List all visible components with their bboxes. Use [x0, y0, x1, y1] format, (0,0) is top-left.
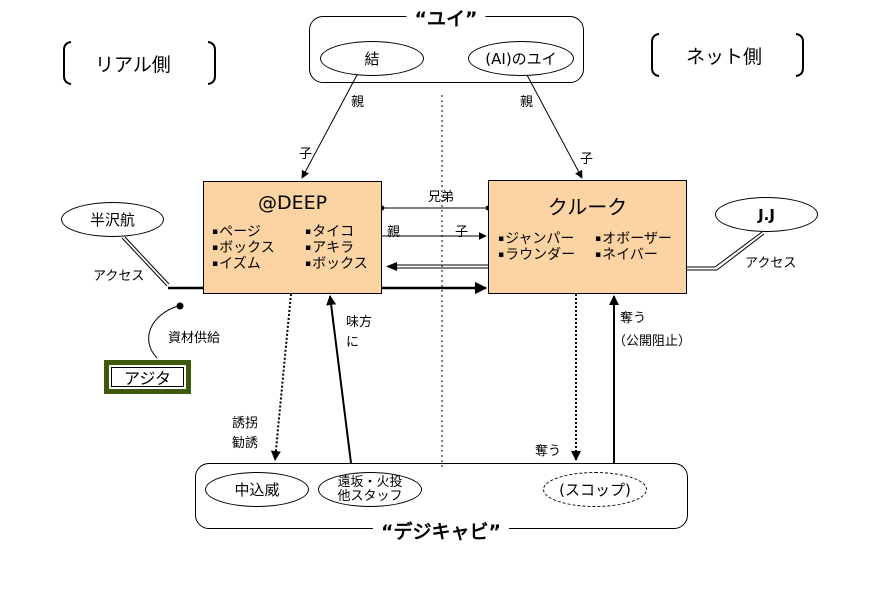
yui-group-label: “ユイ” [406, 4, 486, 31]
label-block-publish: （公開阻止） [613, 334, 692, 349]
dejikyabi-group-label: “デジキャビ” [373, 517, 509, 544]
ajita-inner-border [111, 367, 184, 387]
label-siblings: 兄弟 [428, 190, 455, 205]
yui-member-yui-human[interactable]: 結 [320, 41, 424, 76]
net-side-label: ネット側 [686, 46, 763, 68]
deep-member: イズム [212, 256, 275, 272]
yui-member-ai-yui[interactable]: (AI)のユイ [468, 41, 574, 76]
label-supply: 資材供給 [168, 331, 221, 346]
label-parent-right: 親 [520, 95, 534, 110]
net-side-header: ネット側 [650, 32, 805, 78]
kluk-member: ジャンパー [498, 231, 575, 247]
edge-yui-to-deep [301, 74, 358, 179]
actor-ajita[interactable]: アジタ [104, 360, 191, 394]
supply-endpoint-dot [176, 302, 184, 310]
label-access-right: アクセス [745, 256, 797, 271]
label-lure-1: 誘拐 [232, 416, 259, 431]
label-steal-up: 奪う [620, 311, 647, 326]
deep-member: アキラ [305, 240, 368, 256]
deep-box[interactable]: @DEEP ページ ボックス イズム タイコ アキラ ボックス [203, 181, 382, 294]
deep-items-right: タイコ アキラ ボックス [305, 224, 368, 272]
edge-aiyui-to-kluk [526, 74, 583, 179]
real-side-header: リアル側 [62, 40, 217, 86]
kluk-member: ラウンダー [498, 247, 575, 263]
dejikyabi-member-nakagomi[interactable]: 中込威 [205, 472, 309, 507]
label-lure-2: 勧誘 [232, 436, 259, 451]
edge-jj-access-a [714, 231, 763, 268]
edge-deep-lure [270, 293, 292, 461]
label-steal-down: 奪う [535, 444, 562, 459]
deep-title: @DEEP [257, 192, 328, 214]
actor-hanzawa[interactable]: 半沢航 [61, 202, 164, 237]
edge-ally-to-deep [326, 295, 352, 464]
edge-hanzawa-access-a [121, 237, 168, 287]
dejikyabi-member-scoop[interactable]: (スコップ) [543, 472, 647, 507]
label-child-left: 子 [299, 147, 313, 162]
deep-member: タイコ [305, 224, 368, 240]
deep-member: ページ [212, 224, 275, 240]
label-child-mid: 子 [455, 225, 469, 240]
actor-jj[interactable]: J.J [715, 197, 818, 232]
kluk-member: ネイバー [595, 247, 672, 263]
kluk-items-right: オボーザー ネイバー [595, 231, 672, 263]
deep-items-left: ページ ボックス イズム [212, 224, 275, 272]
bracket-icon [63, 41, 216, 85]
label-parent-left: 親 [351, 95, 365, 110]
deep-member: ボックス [212, 240, 275, 256]
label-child-right: 子 [580, 152, 594, 167]
dejikyabi-member-staff[interactable]: 遠坂・火投 他スタッフ [318, 472, 422, 507]
arrowhead-kluk-to-deep [386, 262, 397, 271]
label-parent-mid: 親 [387, 225, 401, 240]
kluk-title: クルーク [547, 195, 628, 219]
kluk-member: オボーザー [595, 231, 672, 247]
label-ally-1: 味方 [346, 315, 373, 330]
kluk-box[interactable]: クルーク ジャンパー ラウンダー オボーザー ネイバー [488, 180, 687, 294]
edge-hanzawa-access-b [124, 236, 170, 285]
real-side-label: リアル側 [95, 54, 171, 76]
edge-ajita-supply [148, 305, 179, 359]
deep-member: ボックス [305, 256, 368, 272]
kluk-items-left: ジャンパー ラウンダー [498, 231, 575, 263]
label-ally-2: に [346, 335, 360, 350]
edge-jj-access-b [716, 233, 765, 271]
label-access-left: アクセス [93, 269, 145, 284]
bracket-icon [651, 33, 804, 77]
